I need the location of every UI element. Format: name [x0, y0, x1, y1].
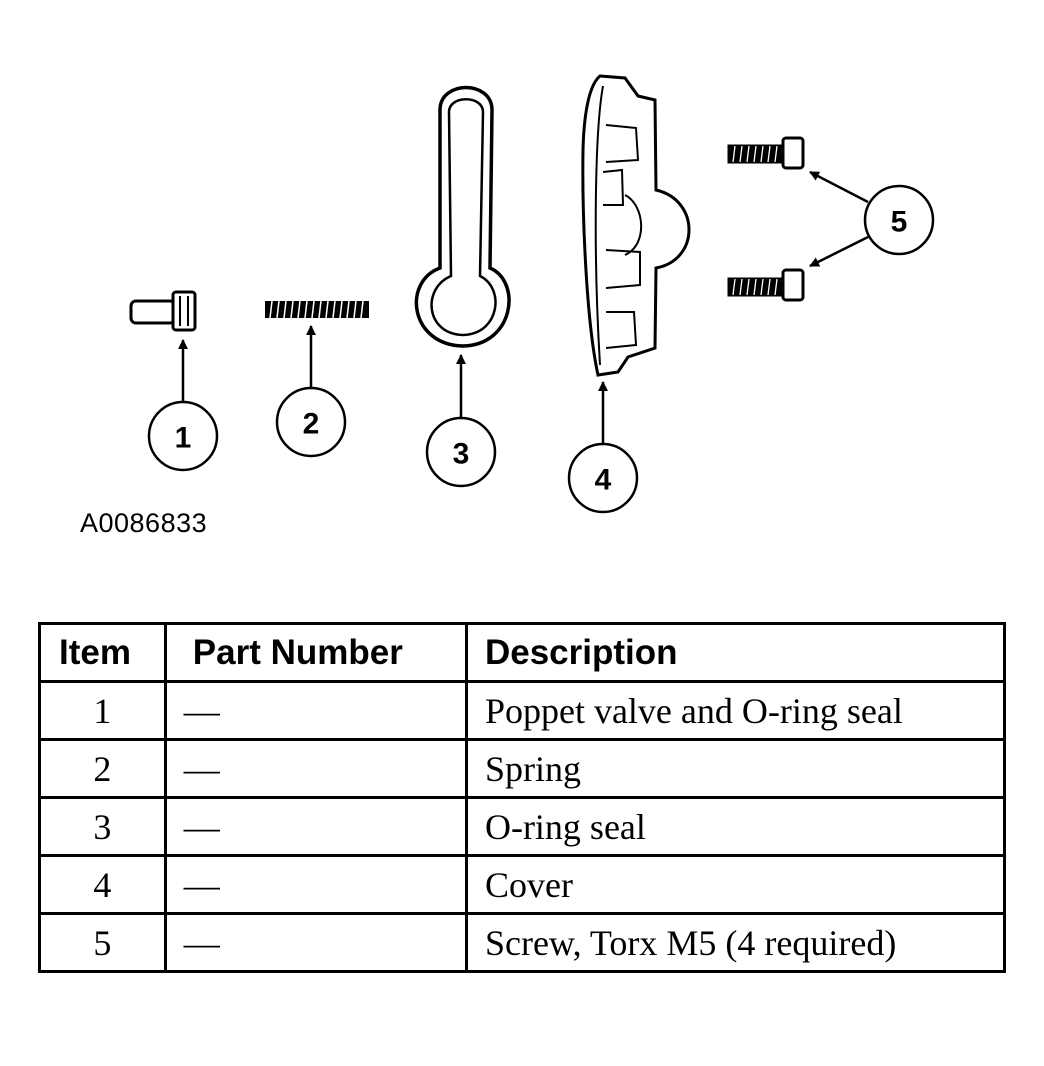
cell-description: Poppet valve and O-ring seal	[464, 680, 1007, 741]
spring-drawing	[265, 300, 369, 319]
callout-circle-1	[147, 400, 219, 472]
header-part-number: Part Number	[163, 622, 468, 683]
cell-part-number: —	[163, 796, 468, 857]
table-header-row: Item Part Number Description	[38, 622, 1007, 683]
table-row: 3 — O-ring seal	[38, 796, 1007, 857]
cell-item: 1	[38, 680, 167, 741]
table-row: 4 — Cover	[38, 854, 1007, 915]
figure-id-label: A0086833	[80, 508, 208, 538]
callout-label-5: 5	[891, 206, 908, 239]
callout-circle-5	[863, 184, 935, 256]
callout-label-4: 4	[595, 464, 612, 497]
cell-description: Spring	[464, 738, 1007, 799]
cell-part-number: —	[163, 912, 468, 973]
table-row: 1 — Poppet valve and O-ring seal	[38, 680, 1007, 741]
callout-label-2: 2	[303, 408, 320, 441]
cover-drawing	[581, 74, 691, 377]
cell-item: 3	[38, 796, 167, 857]
leader-arrow-5-upper	[809, 170, 869, 204]
callout-label-1: 1	[175, 422, 192, 455]
o-ring-seal-drawing	[414, 85, 511, 348]
screw-drawing-lower	[727, 268, 805, 302]
cell-description: Screw, Torx M5 (4 required)	[464, 912, 1007, 973]
cell-part-number: —	[163, 680, 468, 741]
cell-part-number: —	[163, 738, 468, 799]
parts-table: Item Part Number Description 1 — Poppet …	[38, 622, 1007, 973]
exploded-parts-diagram: 1 2 3 4 5	[129, 74, 935, 514]
table-row: 5 — Screw, Torx M5 (4 required)	[38, 912, 1007, 973]
header-item: Item	[38, 622, 167, 683]
table-row: 2 — Spring	[38, 738, 1007, 799]
poppet-valve-drawing	[129, 290, 197, 332]
header-description: Description	[464, 622, 1007, 683]
callout-circle-3	[425, 416, 497, 488]
screw-drawing-upper	[727, 136, 805, 170]
cell-item: 4	[38, 854, 167, 915]
cell-item: 5	[38, 912, 167, 973]
callout-label-3: 3	[453, 438, 470, 471]
cell-item: 2	[38, 738, 167, 799]
leader-arrow-5-lower	[809, 235, 869, 268]
cell-description: Cover	[464, 854, 1007, 915]
callout-circle-2	[275, 386, 347, 458]
callout-circle-4	[567, 442, 639, 514]
cell-description: O-ring seal	[464, 796, 1007, 857]
cell-part-number: —	[163, 854, 468, 915]
